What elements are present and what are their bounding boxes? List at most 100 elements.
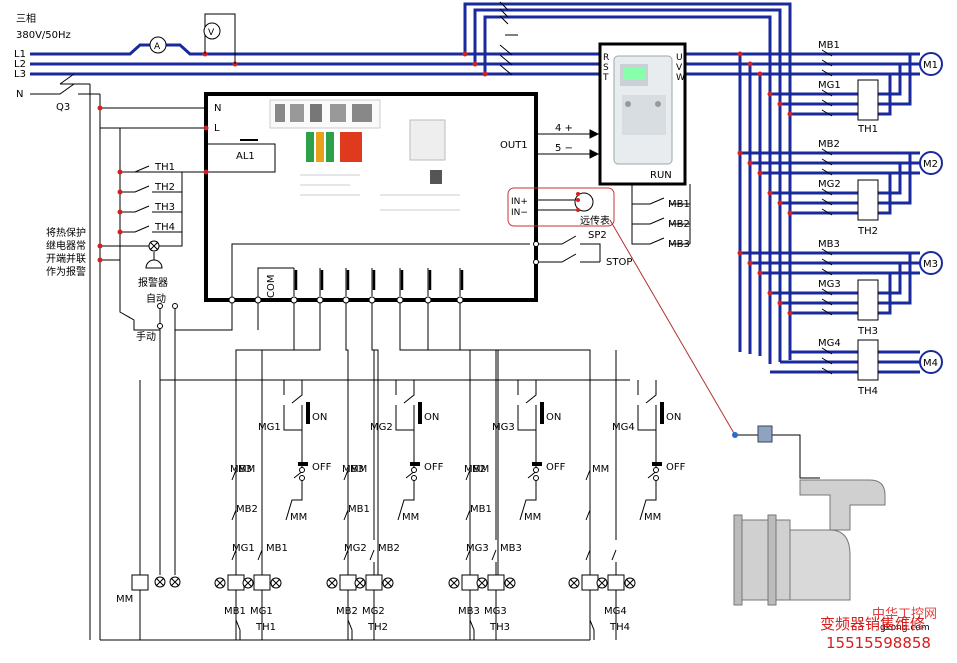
terminal-N: N <box>214 103 221 114</box>
pressure-sensor-pipe <box>732 425 886 606</box>
coil-b-3: MB3 <box>500 543 522 554</box>
coil-a-1: MG1 <box>232 543 255 554</box>
out1-wiring <box>536 129 600 159</box>
coil-b-2: MB2 <box>378 543 400 554</box>
in-minus: IN− <box>511 208 528 218</box>
on-label-2: ON <box>424 412 439 423</box>
stop-label: STOP <box>606 257 632 268</box>
motor2-mg: MG2 <box>818 179 841 190</box>
il-a-2: MB3 <box>342 464 364 475</box>
ammeter: A <box>149 36 167 54</box>
out-minus: 5 − <box>555 143 573 154</box>
inv-mb1: MB1 <box>668 199 690 210</box>
svg-text:A: A <box>154 42 161 52</box>
phase-label: 三相 <box>16 12 36 25</box>
inv-mb2: MB2 <box>668 219 690 230</box>
line-L2: L2 <box>14 59 26 70</box>
motor4-mg: MG4 <box>818 338 841 349</box>
mm-label-1: MM <box>290 512 307 523</box>
sp2-label: SP2 <box>588 230 607 241</box>
relay-terminals <box>228 296 464 304</box>
coil-label-a-3: MB3 <box>458 606 480 617</box>
il-b-3: MB1 <box>470 504 492 515</box>
motor-contactors <box>821 49 879 381</box>
inv-out-U: U <box>676 53 683 63</box>
coil-label-b-4: MG4 <box>604 606 627 617</box>
inv-in-R: R <box>603 53 609 63</box>
mm-interlock-4: MM <box>592 464 609 475</box>
voltmeter: V <box>203 13 236 64</box>
coil-label-b-2: MG2 <box>362 606 385 617</box>
q3-label: Q3 <box>56 102 70 113</box>
remote-gauge-label: 远传表 <box>580 214 610 227</box>
mode-selector <box>119 292 233 575</box>
remote-gauge <box>536 192 594 212</box>
motor-M2: M2 <box>923 159 938 170</box>
alarm-relay-al1: AL1 <box>236 139 258 162</box>
line-L3: L3 <box>14 69 26 80</box>
off-label-3: OFF <box>546 462 566 473</box>
mm-coil <box>131 380 181 640</box>
motor-symbols <box>919 52 943 374</box>
mg-label-4: MG4 <box>612 422 635 433</box>
inverter-graphic <box>613 55 673 165</box>
coil-label-a-2: MB2 <box>336 606 358 617</box>
svg-text:AL1: AL1 <box>236 151 255 162</box>
off-button[interactable] <box>532 462 542 466</box>
motor-M3: M3 <box>923 259 938 270</box>
coil-label-a-1: MB1 <box>224 606 246 617</box>
on-label-1: ON <box>312 412 327 423</box>
voltage-label: 380V/50Hz <box>16 30 71 41</box>
inv-mb3: MB3 <box>668 239 690 250</box>
th2-contact-label: TH2 <box>154 182 175 193</box>
th4-contact-label: TH4 <box>154 222 175 233</box>
off-button[interactable] <box>410 462 420 466</box>
on-button[interactable] <box>306 402 310 424</box>
il-b-2: MB1 <box>348 504 370 515</box>
bypass-switches <box>499 1 518 76</box>
il-b-1: MB2 <box>236 504 258 515</box>
line-L1: L1 <box>14 49 26 60</box>
off-button[interactable] <box>652 462 662 466</box>
on-label-4: ON <box>666 412 681 423</box>
controller-internal-graphic <box>269 99 460 211</box>
gauge-leader-line <box>609 219 736 436</box>
coil-label-b-3: MG3 <box>484 606 507 617</box>
motor1-mg: MG1 <box>818 80 841 91</box>
th-label-2: TH2 <box>367 622 388 633</box>
junction-nodes <box>202 51 793 316</box>
motor4-th: TH4 <box>857 386 878 397</box>
on-button[interactable] <box>418 402 422 424</box>
motor3-mg: MG3 <box>818 279 841 290</box>
on-button[interactable] <box>540 402 544 424</box>
line-N: N <box>16 89 23 100</box>
coil-a-2: MG2 <box>344 543 367 554</box>
terminal-L: L <box>214 123 220 134</box>
inverter-mb-wiring <box>631 184 691 245</box>
logo-text: 中华工控网 <box>872 607 937 622</box>
out1-label: OUT1 <box>500 140 528 151</box>
mg-label-3: MG3 <box>492 422 515 433</box>
remote-gauge-frame <box>507 187 615 227</box>
on-label-3: ON <box>546 412 561 423</box>
breaker-q3 <box>30 73 101 640</box>
mm-interlock-1: MM <box>238 464 255 475</box>
mm-label-2: MM <box>402 512 419 523</box>
inv-out-W: W <box>676 73 685 83</box>
svg-text:V: V <box>208 28 215 38</box>
off-label-2: OFF <box>424 462 444 473</box>
coil-label-b-1: MG1 <box>250 606 273 617</box>
off-button[interactable] <box>298 462 308 466</box>
com-label: COM <box>266 275 277 298</box>
mode-auto: 自动 <box>146 292 166 305</box>
motor3-th: TH3 <box>857 326 878 337</box>
on-button[interactable] <box>660 402 664 424</box>
controller-left-wiring <box>100 107 276 292</box>
il-a-3: MB2 <box>464 464 486 475</box>
alarm-note-1: 将热保护 <box>46 226 86 239</box>
th-label-4: TH4 <box>609 622 630 633</box>
motor3-mb: MB3 <box>818 239 840 250</box>
